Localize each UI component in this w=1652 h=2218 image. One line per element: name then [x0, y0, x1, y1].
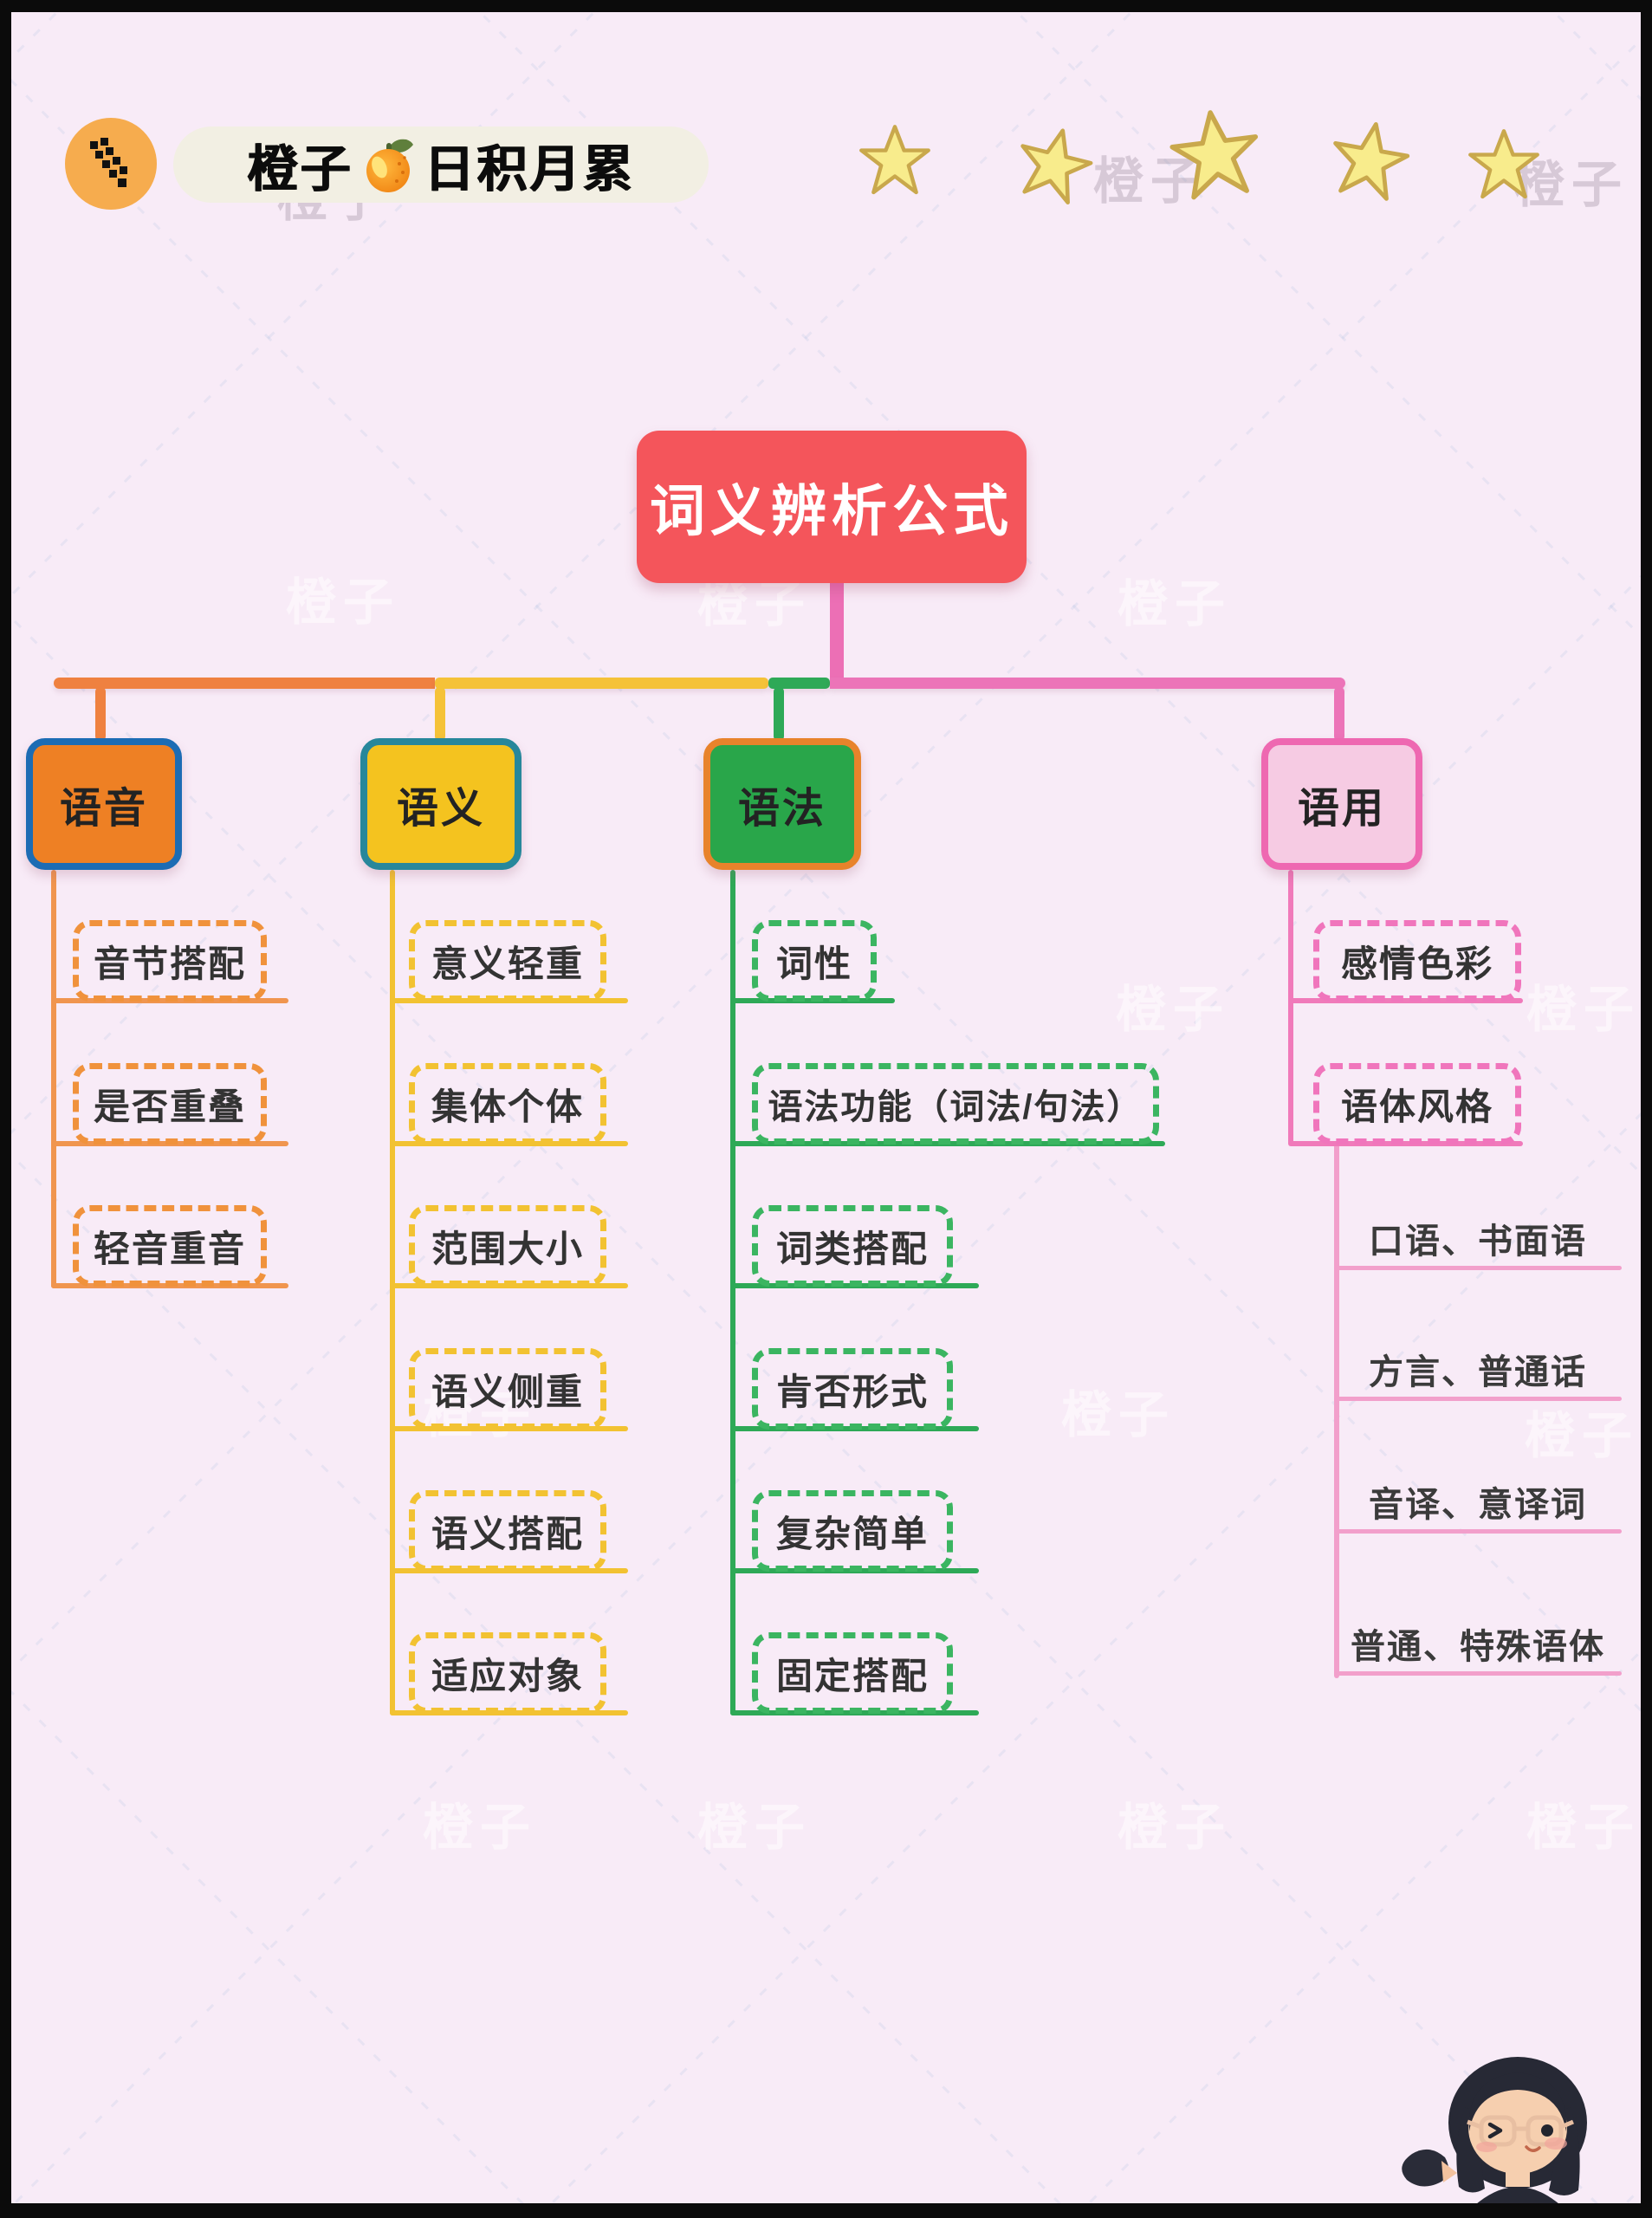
root-stem-line — [830, 579, 844, 683]
child-node: 语体风格 — [1313, 1063, 1521, 1145]
drop-line-pink — [1334, 687, 1344, 741]
bus-line-orange — [54, 678, 435, 689]
trunk-line-pink — [1288, 870, 1293, 1145]
child-node: 语法功能（词法/句法） — [752, 1063, 1159, 1145]
child-node: 词类搭配 — [752, 1205, 953, 1287]
header-logo — [65, 118, 157, 210]
frame-bottom — [0, 2203, 1652, 2218]
leaf-underline — [1334, 1671, 1622, 1676]
trunk-line-orange — [51, 870, 56, 1288]
frame-left — [0, 0, 11, 2218]
child-node: 固定搭配 — [752, 1632, 953, 1714]
girl-with-glasses-avatar — [1402, 2057, 1587, 2204]
bus-line-yellow — [435, 678, 768, 689]
child-node: 是否重叠 — [73, 1063, 267, 1145]
frame-top — [0, 0, 1652, 12]
star-icon — [1333, 122, 1410, 201]
trunk-line-green — [730, 870, 735, 1715]
child-node: 词性 — [752, 920, 877, 1002]
child-node: 范围大小 — [409, 1205, 606, 1287]
hand-icon — [1402, 2149, 1449, 2187]
subtrunk-line-pink — [1334, 1143, 1339, 1678]
branch-node-yuyi: 语义 — [360, 738, 522, 870]
child-node: 轻音重音 — [73, 1205, 267, 1287]
leaf-underline — [1334, 1266, 1622, 1270]
bus-line-green — [768, 678, 830, 689]
child-node: 肯否形式 — [752, 1348, 953, 1430]
child-node: 复杂简单 — [752, 1490, 953, 1572]
leaf-item: 普通、特殊语体 — [1351, 1628, 1605, 1666]
branch-node-yufa: 语法 — [703, 738, 861, 870]
child-node: 语义搭配 — [409, 1490, 606, 1572]
child-node: 语义侧重 — [409, 1348, 606, 1430]
child-node: 感情色彩 — [1313, 920, 1521, 1002]
frame-right — [1641, 0, 1652, 2218]
bus-line-pink — [830, 678, 1345, 689]
banner-title-suffix: 日积月累 — [424, 141, 636, 198]
star-icon — [859, 125, 930, 195]
leaf-item: 口语、书面语 — [1369, 1222, 1587, 1261]
orange-fruit-icon — [366, 139, 413, 192]
star-icon — [1468, 129, 1539, 199]
leaf-underline — [1334, 1397, 1622, 1401]
drop-line-orange — [95, 687, 106, 741]
root-node: 词义辨析公式 — [637, 431, 1027, 583]
drop-line-yellow — [435, 687, 445, 741]
trunk-line-yellow — [390, 870, 395, 1715]
leaf-item: 方言、普通话 — [1369, 1353, 1587, 1391]
star-icon — [1169, 110, 1259, 200]
banner-title-prefix: 橙子 — [246, 141, 353, 198]
star-icon — [1020, 128, 1093, 205]
header-banner: 橙子 日积月累 — [173, 126, 709, 203]
child-node: 音节搭配 — [73, 920, 267, 1002]
pixel-pen-icon — [90, 138, 127, 187]
child-node: 适应对象 — [409, 1632, 606, 1714]
child-node: 意义轻重 — [409, 920, 606, 1002]
branch-node-yuyin: 语音 — [26, 738, 182, 870]
drop-line-green — [774, 687, 784, 741]
child-node: 集体个体 — [409, 1063, 606, 1145]
leaf-underline — [1334, 1529, 1622, 1534]
branch-node-yuyong: 语用 — [1261, 738, 1422, 870]
leaf-item: 音译、意译词 — [1369, 1486, 1587, 1524]
